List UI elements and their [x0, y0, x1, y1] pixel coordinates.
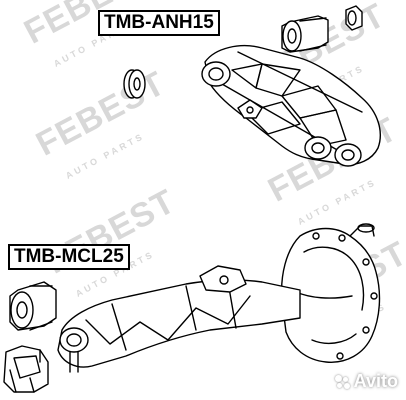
mount-bracket-drawing — [57, 265, 301, 373]
upper-arm-drawing — [201, 45, 381, 167]
avito-text: Avito — [353, 371, 398, 391]
lower-bushing-drawing — [9, 281, 57, 331]
lower-mount-block-drawing — [3, 345, 49, 393]
avito-logo-icon — [334, 375, 351, 390]
part-label-tmb-mcl25: TMB-MCL25 — [8, 244, 130, 270]
left-washer-drawing — [123, 69, 146, 99]
upper-washer-drawing — [345, 5, 363, 31]
upper-bushing-drawing — [281, 15, 329, 53]
avito-watermark: Avito — [334, 371, 398, 392]
part-label-tmb-anh15: TMB-ANH15 — [98, 10, 220, 36]
